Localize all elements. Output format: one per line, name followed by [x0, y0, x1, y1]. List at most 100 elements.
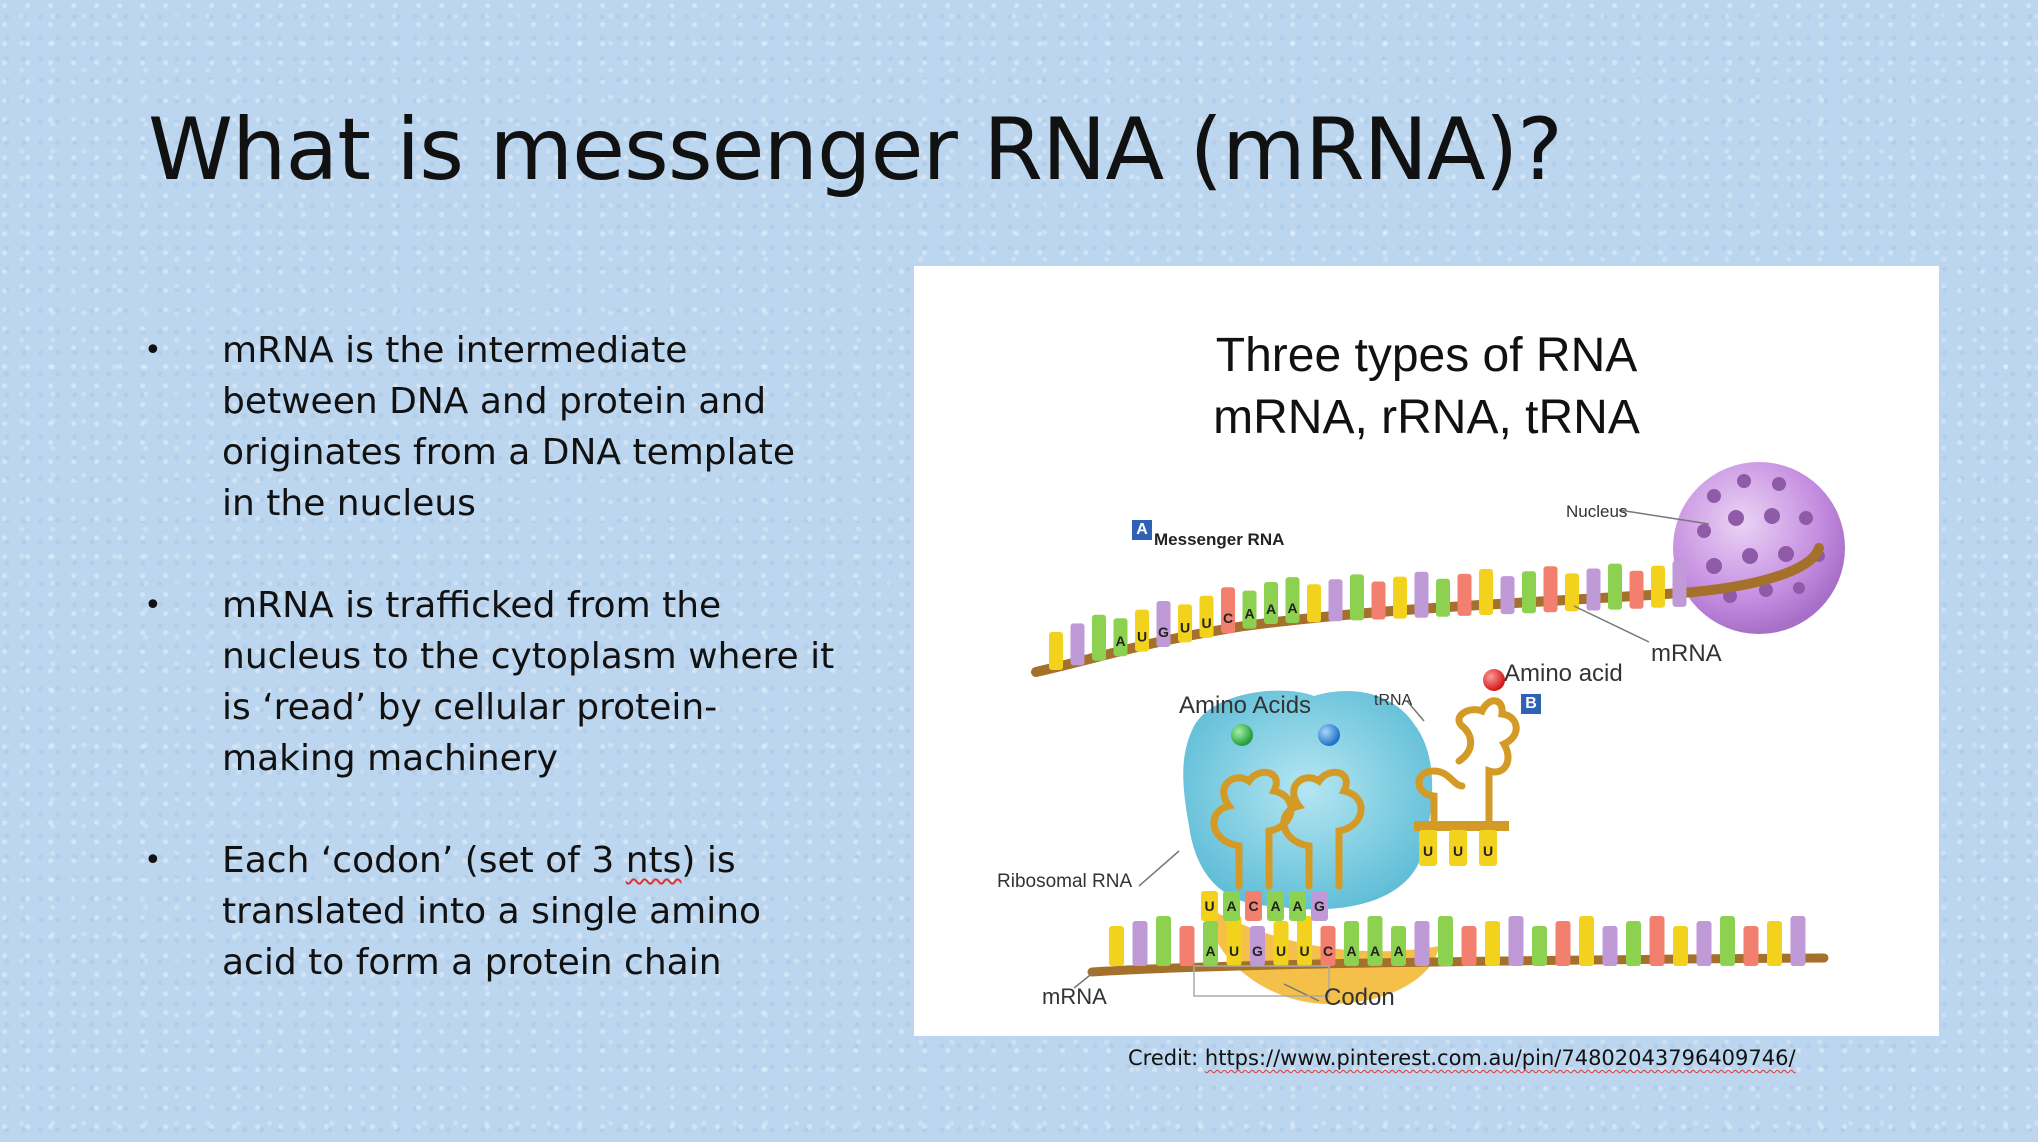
top-mrna-base	[1307, 584, 1321, 623]
free-trna-anticodon-base-letter: U	[1483, 843, 1493, 859]
trna-leader	[1406, 700, 1425, 722]
top-mrna-base	[1199, 595, 1214, 638]
bottom-mrna-base	[1297, 916, 1312, 966]
top-mrna-base	[1629, 570, 1644, 609]
top-mrna-base	[1672, 560, 1687, 607]
bullet-text: mRNA is the intermediate between DNA and…	[222, 330, 795, 524]
top-mrna-base	[1070, 623, 1085, 666]
free-trna	[1415, 697, 1520, 830]
top-mrna-base	[1264, 582, 1278, 624]
bullet-text: mRNA is trafficked from the nucleus to t…	[222, 585, 835, 779]
bottom-mrna-base-letter: A	[1370, 943, 1380, 959]
bottom-mrna-base	[1391, 926, 1406, 966]
top-mrna-base-letter: C	[1223, 610, 1233, 626]
bottom-mrna-base	[1250, 926, 1265, 966]
panel-a-label: Messenger RNA	[1154, 530, 1285, 549]
bullet-item: • mRNA is trafficked from the nucleus to…	[138, 580, 838, 784]
amino-acid-bead-blue	[1318, 724, 1340, 746]
bottom-mrna-base	[1344, 921, 1359, 966]
top-mrna-base	[1178, 604, 1192, 643]
top-mrna-base	[1113, 618, 1128, 657]
panel-a-badge: A	[1132, 520, 1152, 540]
mrna-label-bottom: mRNA	[1042, 984, 1107, 1009]
bottom-mrna-base	[1602, 926, 1618, 966]
bottom-mrna-base	[1226, 916, 1242, 966]
anticodon-base-letter: U	[1204, 898, 1214, 914]
bullet-text-pre: Each ‘codon’ (set of 3	[222, 840, 626, 881]
anticodon-base	[1289, 891, 1306, 921]
nucleus-label: Nucleus	[1566, 502, 1628, 521]
bottom-mrna-base	[1790, 916, 1806, 966]
codon-label: Codon	[1324, 984, 1395, 1011]
top-mrna-base	[1586, 568, 1601, 611]
bottom-mrna-base	[1461, 926, 1477, 966]
bottom-mrna-base	[1673, 926, 1688, 966]
mrna-top-leader	[1573, 605, 1650, 643]
bottom-mrna-base	[1438, 916, 1453, 966]
top-mrna-base	[1285, 577, 1300, 624]
image-credit: Credit: https://www.pinterest.com.au/pin…	[1128, 1046, 1796, 1070]
top-mrna-base	[1092, 614, 1106, 661]
top-mrna-base	[1479, 569, 1493, 615]
free-trna-stem-bar	[1414, 821, 1509, 831]
anticodon-base	[1201, 891, 1218, 921]
amino-acid-bead-green	[1231, 724, 1253, 746]
nucleus-pores	[1697, 474, 1825, 603]
bottom-mrna-base-letter: G	[1252, 943, 1263, 959]
anticodon-base	[1245, 891, 1262, 921]
ribosomal-leader	[1138, 850, 1180, 887]
spellcheck-flagged-word[interactable]: nts	[625, 840, 682, 881]
bullet-marker: •	[144, 843, 162, 878]
bottom-mrna-base	[1109, 926, 1124, 966]
credit-url[interactable]: https://www.pinterest.com.au/pin/7480204…	[1204, 1046, 1796, 1070]
bottom-mrna-base	[1767, 921, 1782, 966]
bullet-text-post: ) is translated into a single amino acid…	[222, 840, 762, 983]
bottom-mrna-base	[1532, 926, 1547, 966]
free-trna-anticodon-base	[1419, 830, 1437, 866]
top-mrna-base-letter: U	[1137, 629, 1147, 645]
top-mrna-base-letter: A	[1244, 606, 1254, 622]
top-mrna-base	[1156, 601, 1171, 647]
bottom-mrna-base	[1179, 926, 1195, 966]
amino-acids-label: Amino Acids	[1179, 692, 1312, 719]
anticodon-base-letter: A	[1226, 898, 1236, 914]
top-mrna-base	[1049, 632, 1063, 670]
bottom-mrna-base	[1273, 921, 1289, 966]
bullet-item: • Each ‘codon’ (set of 3 nts) is transla…	[138, 835, 838, 988]
credit-prefix: Credit:	[1128, 1046, 1205, 1070]
bottom-mrna-base	[1626, 921, 1641, 966]
bottom-mrna-base	[1508, 916, 1524, 966]
free-trna-anticodon-base-letter: U	[1453, 843, 1463, 859]
bottom-mrna-base-letter: A	[1346, 943, 1356, 959]
bottom-mrna-base	[1555, 921, 1571, 966]
free-trna-anticodon-base-letter: U	[1423, 843, 1433, 859]
top-mrna-base	[1436, 578, 1450, 617]
codon-bracket	[1193, 965, 1330, 997]
bottom-mrna-base-letter: A	[1205, 943, 1215, 959]
top-mrna-base	[1414, 571, 1429, 618]
figure-title-line1: Three types of RNA	[1215, 329, 1638, 382]
bullet-marker: •	[144, 333, 162, 368]
bottom-mrna-base	[1485, 921, 1500, 966]
top-mrna-base	[1393, 576, 1407, 619]
trna-label: tRNA	[1374, 692, 1413, 709]
bullet-marker: •	[144, 588, 162, 623]
top-mrna-base-letter: A	[1115, 633, 1125, 649]
anticodon-base-letter: C	[1248, 898, 1258, 914]
bottom-mrna-base	[1649, 916, 1665, 966]
anticodon-base	[1267, 891, 1284, 921]
bottom-mrna-base	[1579, 916, 1594, 966]
bottom-mrna-base-letter: U	[1299, 943, 1309, 959]
top-mrna-base	[1135, 609, 1149, 652]
bottom-mrna-base-letter: C	[1323, 943, 1333, 959]
slide-title: What is messenger RNA (mRNA)?	[148, 100, 1563, 200]
anticodon-base	[1311, 891, 1328, 921]
figure-title-line2: mRNA, rRNA, tRNA	[1213, 391, 1640, 444]
anticodon-base-letter: A	[1292, 898, 1302, 914]
bottom-mrna-base	[1320, 926, 1336, 966]
anticodon-base	[1223, 891, 1240, 921]
